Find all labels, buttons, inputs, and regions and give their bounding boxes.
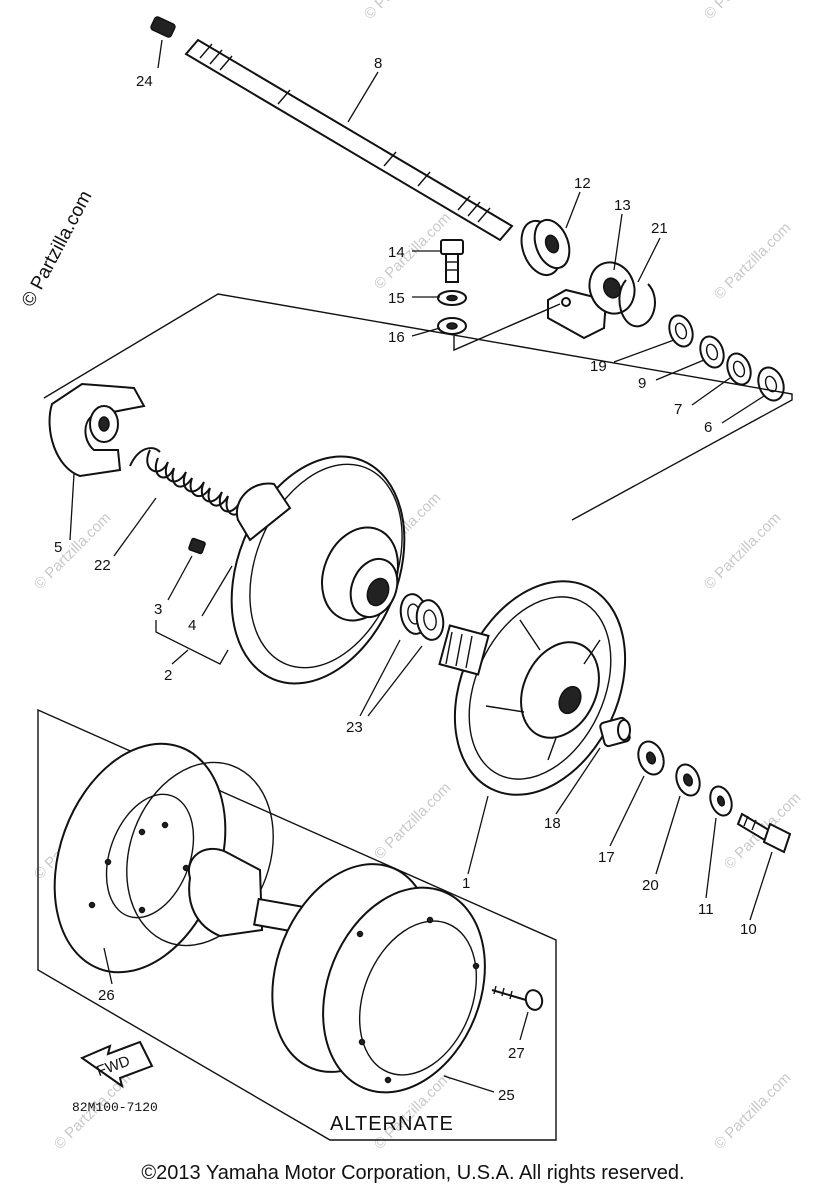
callout-12: 12 [574,175,591,192]
bearing-bracket-13 [547,261,636,340]
circlip-21 [618,279,656,328]
callout-20: 20 [642,877,659,894]
callout-1: 1 [462,875,470,892]
fixed-sheave-1 [438,580,627,796]
shim-9 [699,335,725,369]
callout-23: 23 [346,719,363,736]
forward-arrow-icon: FWD [79,1040,154,1089]
watermark: © Partzilla.com [711,1069,794,1152]
watermark: © Partzilla.com [711,219,794,302]
callout-22: 22 [94,557,111,574]
callout-18: 18 [544,815,561,832]
callout-3: 3 [154,601,162,618]
washer-20 [675,763,701,797]
alternate-sheave-25 [271,863,486,1094]
callout-25: 25 [498,1087,515,1104]
watermark: © Partzilla.com [31,509,114,592]
callout-19: 19 [590,358,607,375]
callout-11: 11 [698,901,714,918]
callout-7: 7 [674,401,682,418]
watermark: © Partzilla.com [701,0,784,23]
callout-4: 4 [188,617,196,634]
shim-7 [726,352,752,386]
bolt-27 [491,985,544,1011]
slider-3 [188,537,206,555]
shim-19 [668,314,694,348]
shim-6 [757,366,785,402]
washer-11 [709,785,733,817]
watermark: © Partzilla.com [361,0,444,23]
alternate-sheave-26 [53,742,274,974]
watermark: © Partzilla.com [371,779,454,862]
callout-labels: 24 8 12 13 21 14 15 16 19 9 7 6 5 22 3 4… [54,55,757,1104]
shaft-8 [184,38,514,242]
callout-27: 27 [508,1045,525,1062]
assembly-outline-box [43,293,793,521]
callout-5: 5 [54,539,62,556]
callout-14: 14 [388,244,405,261]
leader-lines [69,39,773,1093]
callout-2: 2 [164,667,172,684]
collar-18 [599,716,631,748]
callout-16: 16 [388,329,405,346]
callout-26: 26 [98,987,115,1004]
callout-21: 21 [651,220,668,237]
callout-8: 8 [374,55,382,72]
partzilla-side-watermark: © Partzilla.com [18,187,97,310]
watermark: © Partzilla.com [701,509,784,592]
callout-24: 24 [136,73,153,90]
bolt-10 [736,812,792,854]
nut-24 [150,16,176,38]
callout-17: 17 [598,849,615,866]
copyright-notice: ©2013 Yamaha Motor Corporation, U.S.A. A… [141,1162,685,1184]
bearing-12 [520,218,571,277]
sliding-sheave-2 [230,455,406,685]
callout-10: 10 [740,921,757,938]
callout-13: 13 [614,197,631,214]
callout-15: 15 [388,290,405,307]
washer-16 [437,317,467,335]
secondary-sheave-diagram: © Partzilla.com © Partzilla.com © Partzi… [18,0,804,1153]
bolt-14 [440,239,464,283]
alternate-assembly-box [37,708,557,1141]
spacer-23 [399,593,445,641]
callout-9: 9 [638,375,646,392]
callout-6: 6 [704,419,712,436]
washer-17 [637,740,665,776]
alternate-label: ALTERNATE [330,1113,454,1135]
cam-5 [48,382,146,478]
washer-15 [437,290,467,306]
diagram-code: 82M100-7120 [72,1100,158,1115]
